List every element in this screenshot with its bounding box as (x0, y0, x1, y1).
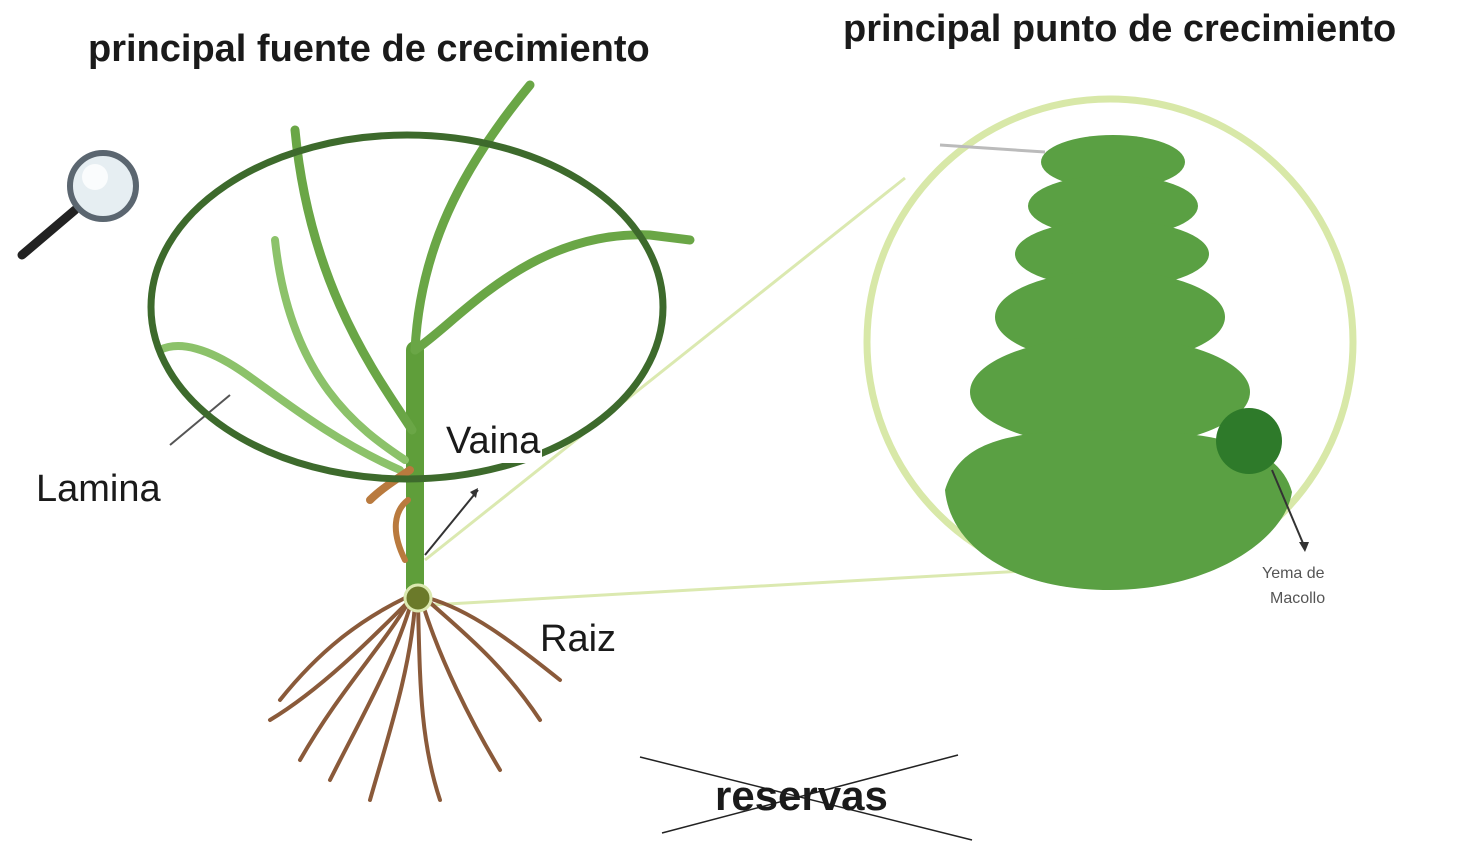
reservas-strike-2 (661, 754, 959, 834)
label-yema-line2: Macollo (1270, 590, 1326, 607)
zoom-connector-top (424, 176, 906, 562)
label-raiz: Raiz (540, 618, 617, 660)
magnifying-glass-icon (17, 150, 139, 260)
reservas-strike-1 (639, 756, 973, 841)
title-main-growth-point: principal punto de crecimiento (843, 8, 1397, 50)
label-reservas: reservas (715, 772, 888, 819)
title-main-growth-source: principal fuente de crecimiento (88, 28, 650, 70)
roots (268, 596, 562, 802)
lamina-pointer (169, 394, 231, 446)
label-vaina: Vaina (444, 420, 543, 463)
vaina-arrowhead (470, 488, 478, 498)
meristem-base-fill (1000, 440, 1230, 500)
label-lamina: Lamina (36, 468, 161, 510)
vaina-pointer (424, 489, 479, 556)
label-yema-line1: Yema de (1262, 565, 1325, 582)
meristem-shape (945, 135, 1292, 590)
leaf-highlight-ellipse (147, 131, 667, 483)
zoom-connector-bottom (429, 568, 1041, 607)
bud-arrowhead (1299, 542, 1309, 552)
meristem-top-pointer (939, 143, 1046, 154)
crown-circle (403, 583, 433, 613)
bud-circle (1216, 408, 1282, 474)
plant-shoot (156, 80, 695, 599)
bud-pointer (1271, 469, 1306, 549)
